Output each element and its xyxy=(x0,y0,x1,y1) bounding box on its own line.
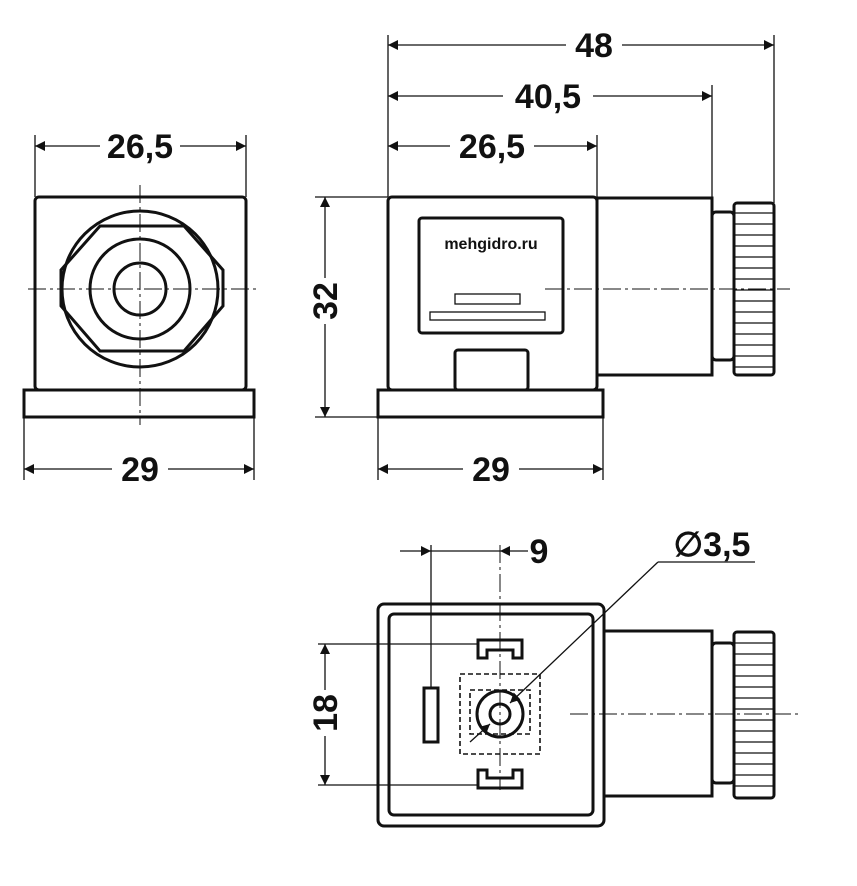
pin-gland-knurls xyxy=(734,642,774,787)
pin-ground-dashed-box xyxy=(459,673,541,755)
side-dim-label-base: 29 xyxy=(472,451,510,489)
pin-thread-ring xyxy=(710,641,736,785)
side-plate-slot-short xyxy=(454,293,521,305)
pin-diameter-leader-opposite xyxy=(469,723,491,743)
pin-terminal-bottom xyxy=(476,768,524,790)
side-base xyxy=(376,388,605,419)
pin-dim-label-span: 18 xyxy=(307,694,345,732)
side-dim-label-total: 48 xyxy=(575,27,613,65)
pin-hole-outer xyxy=(475,689,525,739)
side-dim-label-mid: 40,5 xyxy=(515,78,581,116)
side-plate-slot-long xyxy=(429,311,546,321)
side-dim-label-base-bg xyxy=(463,451,519,487)
side-dim-label-mid-bg xyxy=(503,78,593,114)
front-dim-label-top-bg xyxy=(100,128,180,164)
pin-dim-label-span-bg xyxy=(307,690,343,736)
side-dim-label-height: 32 xyxy=(307,282,345,320)
pin-terminal-top xyxy=(476,638,524,660)
pin-slot-left xyxy=(422,686,440,744)
side-label-plate xyxy=(417,216,565,335)
pin-dim-label-spacing: 9 xyxy=(530,533,549,571)
pin-hole-inner xyxy=(488,702,512,726)
front-view: 26,5 29 xyxy=(22,128,260,489)
side-dim-label-body-bg xyxy=(450,128,534,164)
front-dim-label-base: 29 xyxy=(121,451,159,489)
side-thread-ring xyxy=(710,210,736,362)
side-dim-label-height-bg xyxy=(307,278,343,324)
side-dim-label-body: 26,5 xyxy=(459,128,525,166)
pin-ground-dashed-inner xyxy=(469,689,531,735)
side-view: mehgidro.ru 48 40,5 26,5 xyxy=(307,27,790,489)
side-cable-tab xyxy=(453,348,530,392)
side-neck xyxy=(595,196,714,377)
side-gland-knurls xyxy=(734,212,774,368)
pin-diameter-leader xyxy=(509,561,659,704)
front-octagon-nut xyxy=(59,224,225,353)
pin-view: 9 ∅3,5 18 xyxy=(307,526,800,828)
side-brand-label: mehgidro.ru xyxy=(444,236,537,253)
front-dim-label-base-bg xyxy=(112,451,168,487)
side-dim-label-total-bg xyxy=(566,27,622,63)
front-dim-label-top: 26,5 xyxy=(107,128,173,166)
pin-dim-label-diameter: ∅3,5 xyxy=(674,526,751,564)
pin-gland-nut xyxy=(732,630,776,800)
front-base xyxy=(22,388,256,419)
